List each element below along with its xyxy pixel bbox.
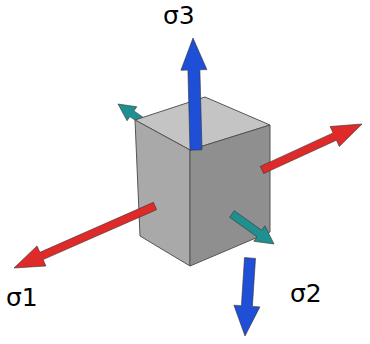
stress-label: σ1 xyxy=(6,284,38,312)
stress-arrow xyxy=(260,124,362,174)
stress-label: σ2 xyxy=(290,280,322,308)
stress-arrow xyxy=(14,202,157,268)
stress-arrow xyxy=(181,38,207,150)
stress-arrow xyxy=(230,211,274,244)
stress-arrow xyxy=(234,258,260,336)
cube-face xyxy=(135,120,190,266)
stress-label: σ3 xyxy=(163,2,195,30)
